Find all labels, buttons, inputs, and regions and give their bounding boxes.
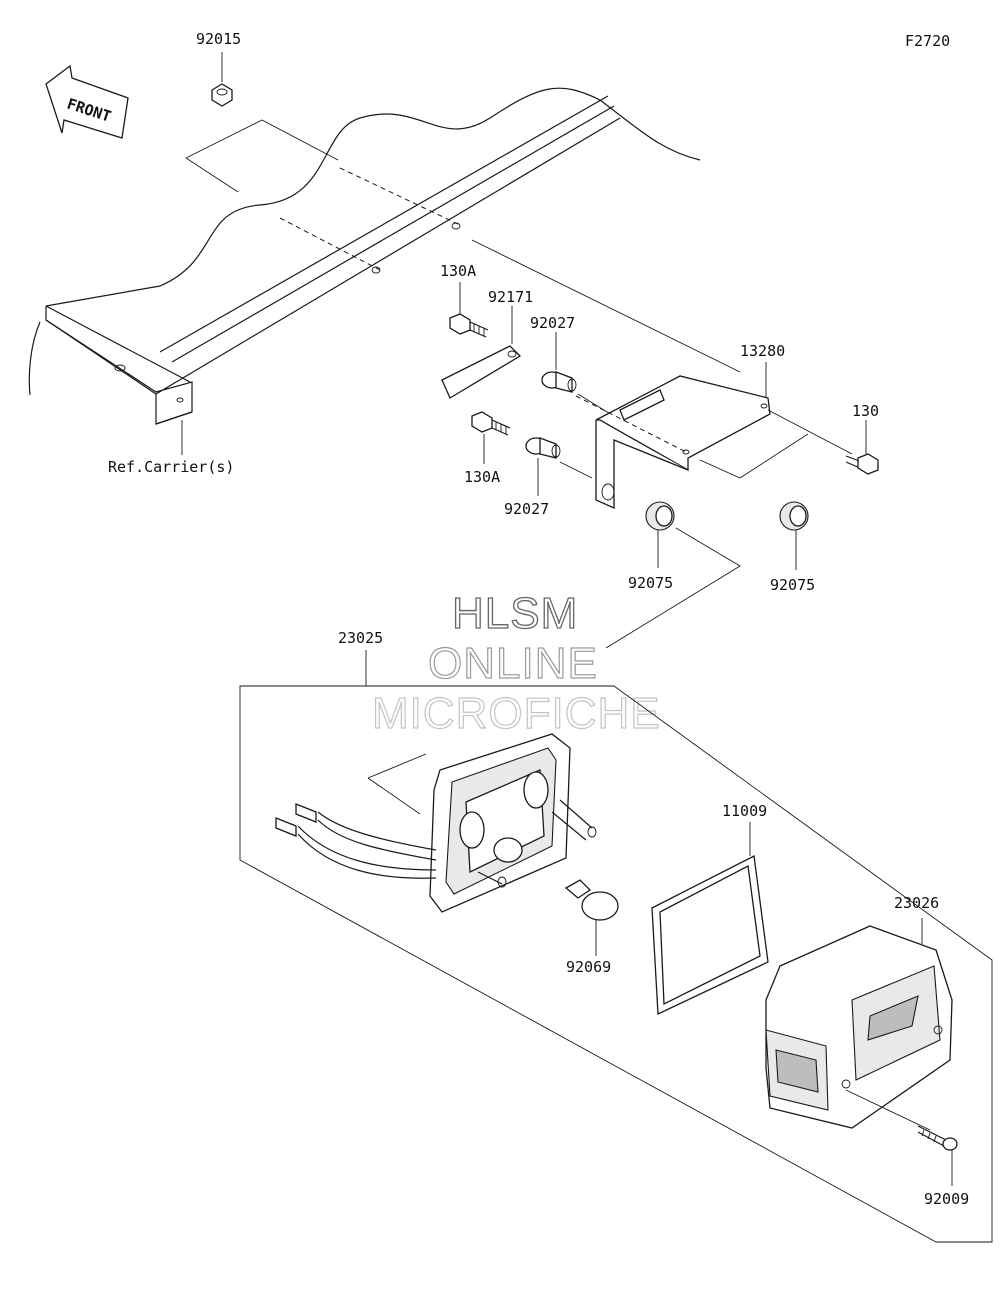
part-label-130[interactable]: 130 [852,402,879,420]
part-label-92075-left[interactable]: 92075 [628,574,673,592]
carrier-outline [28,87,701,425]
part-label-92009[interactable]: 92009 [924,1190,969,1208]
diagram-code: F2720 [905,32,950,50]
bolt-130-icon [845,453,879,475]
collar-92027-top-icon [541,371,577,393]
part-label-92075-right[interactable]: 92075 [770,576,815,594]
bulb-92069-icon [564,879,619,921]
nut-92015-icon [211,83,233,107]
grommet-92075-right-icon [779,501,809,531]
reference-label: Ref.Carrier(s) [108,458,234,476]
watermark-line-1: HLSM [452,589,578,638]
part-label-130a-bottom[interactable]: 130A [464,468,500,486]
part-label-130a-top[interactable]: 130A [440,262,476,280]
front-arrow-icon: FRONT [45,64,129,139]
screw-92009-icon [917,1125,958,1151]
collar-92027-bottom-icon [525,437,561,459]
part-label-13280[interactable]: 13280 [740,342,785,360]
lamp-base-23025-icon [275,733,597,913]
watermark-line-3: MICROFICHE [372,689,661,738]
part-label-92171[interactable]: 92171 [488,288,533,306]
bolt-130a-bottom-icon [471,411,511,436]
grommet-92075-left-icon [645,501,675,531]
part-label-92027-top[interactable]: 92027 [530,314,575,332]
gasket-11009-icon [651,855,769,1015]
plate-92171-icon [441,345,522,399]
part-label-23025[interactable]: 23025 [338,629,383,647]
bracket-13280-icon [575,375,771,510]
part-label-23026[interactable]: 23026 [894,894,939,912]
lens-cover-23026-icon [765,925,953,1129]
watermark-line-2: ONLINE [428,639,598,688]
part-label-92027-bottom[interactable]: 92027 [504,500,549,518]
bolt-130a-top-icon [449,313,489,338]
assembly-boundary [239,685,993,1243]
part-label-92015[interactable]: 92015 [196,30,241,48]
part-label-92069[interactable]: 92069 [566,958,611,976]
part-label-11009[interactable]: 11009 [722,802,767,820]
